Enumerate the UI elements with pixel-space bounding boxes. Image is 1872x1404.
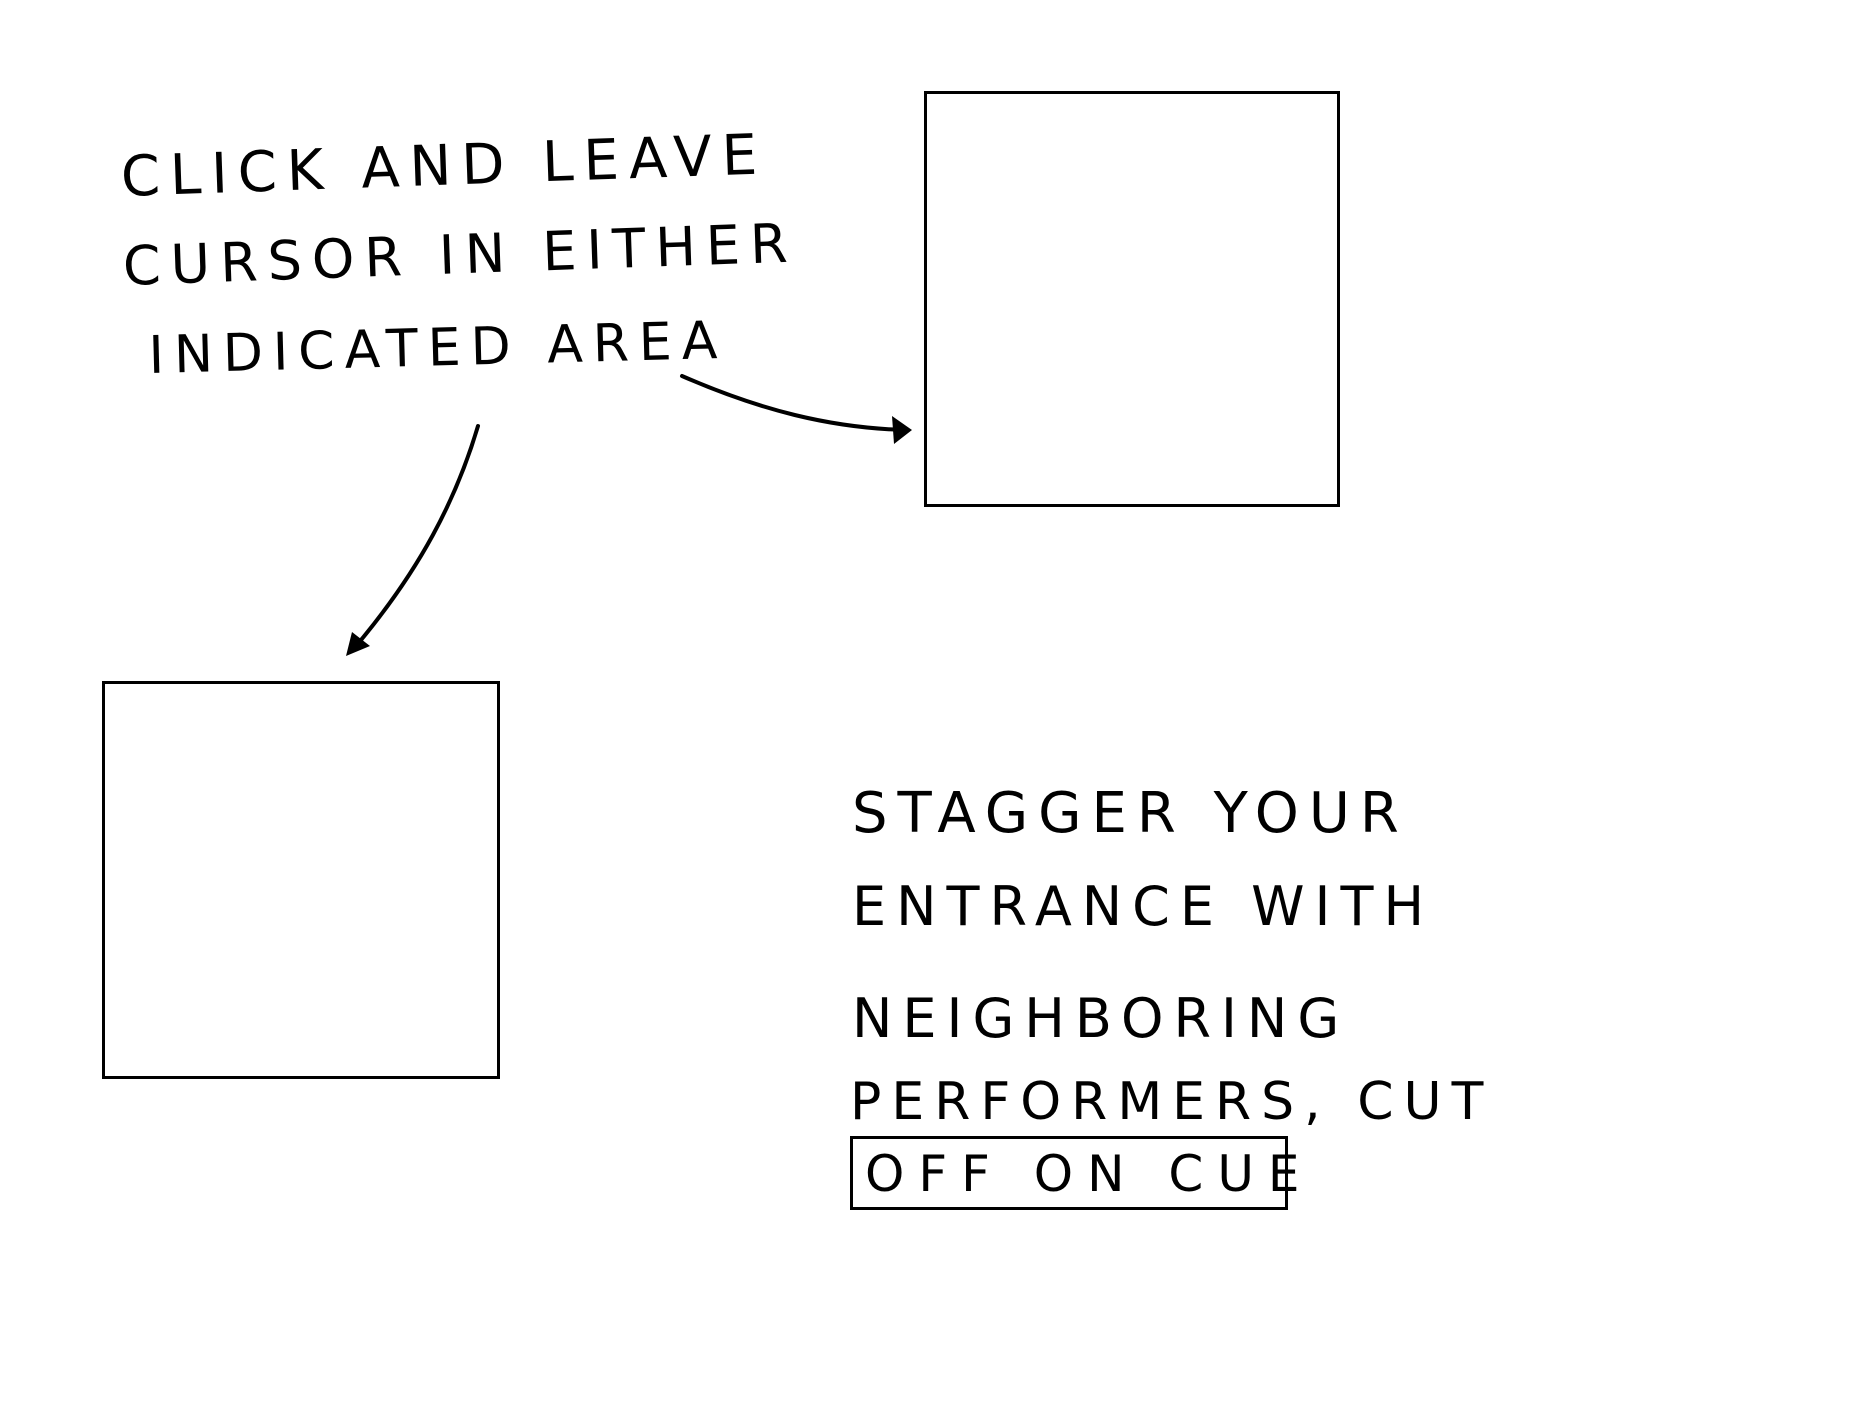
cue-highlight-box: OFF ON CUE — [850, 1136, 1300, 1210]
arrow-to-top-right-box — [680, 374, 908, 432]
click-area-bottom-left[interactable] — [102, 681, 500, 1079]
arrow-head-down-icon — [346, 632, 370, 656]
note-line-2: ENTRANCE WITH — [852, 875, 1435, 938]
arrow-to-bottom-left-box — [354, 424, 480, 648]
instruction-line-1: CLICK AND LEAVE — [119, 122, 769, 210]
note-line-4: PERFORMERS, CUT — [850, 1072, 1494, 1132]
instruction-line-3: INDICATED AREA — [147, 310, 729, 386]
click-area-top-right[interactable] — [924, 91, 1340, 507]
instruction-line-2: CURSOR IN EITHER — [121, 211, 799, 298]
note-line-3: NEIGHBORING — [852, 987, 1350, 1050]
note-line-1: STAGGER YOUR — [852, 781, 1409, 846]
arrow-head-right-icon — [892, 416, 912, 444]
note-line-5-boxed: OFF ON CUE — [865, 1145, 1314, 1203]
